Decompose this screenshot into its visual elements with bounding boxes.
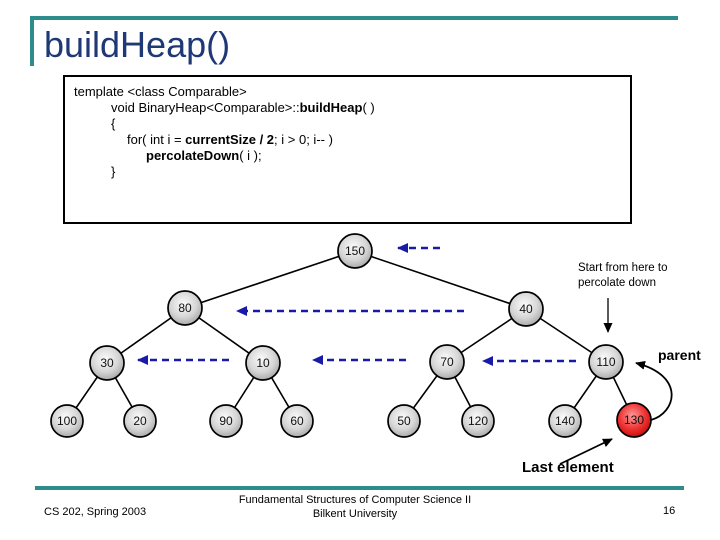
code-line-5: percolateDown( i ); xyxy=(74,148,630,164)
tree-node-30 xyxy=(89,345,125,381)
title-bracket-line xyxy=(30,16,34,66)
tree-node-label: 140 xyxy=(555,414,575,428)
code-text-bold: buildHeap xyxy=(299,100,363,115)
tree-edges xyxy=(66,250,635,422)
tree-node-label: 70 xyxy=(440,355,454,369)
tree-node-label: 60 xyxy=(290,414,304,428)
tree-node-40 xyxy=(508,291,544,327)
code-text: for( int i = xyxy=(127,132,186,147)
tree-node-label: 130 xyxy=(624,413,644,427)
footer-university: Bilkent University xyxy=(312,508,398,520)
tree-node-140 xyxy=(548,404,582,438)
tree-node-label: 30 xyxy=(100,356,114,370)
tree-node-80 xyxy=(167,290,203,326)
code-text: { xyxy=(111,116,116,131)
tree-node-label: 110 xyxy=(596,355,615,369)
start-note-label: Start from here to percolate down xyxy=(578,262,668,289)
code-text: template <class Comparable> xyxy=(74,84,247,99)
tree-node-label: 20 xyxy=(133,414,147,428)
tree-node-20 xyxy=(123,404,157,438)
tree-node-110 xyxy=(588,344,624,380)
code-line-4: for( int i = currentSize / 2; i > 0; i--… xyxy=(74,132,630,148)
tree-node-label: 90 xyxy=(219,414,233,428)
last-element-label: Last element xyxy=(522,459,614,476)
tree-edge xyxy=(184,250,356,309)
code-box: template <class Comparable> void BinaryH… xyxy=(63,75,632,224)
tree-node-10 xyxy=(245,345,281,381)
tree-nodes: 150 80 40 30 10 70 110 100 20 90 60 50 120 140 130 xyxy=(50,233,652,438)
tree-edge xyxy=(354,250,527,310)
tree-node-label: 10 xyxy=(256,356,270,370)
tree-node-120 xyxy=(461,404,495,438)
page-number: 16 xyxy=(663,505,676,517)
code-text: } xyxy=(111,164,116,179)
parent-label: parent xyxy=(658,347,701,363)
code-text: ( ) xyxy=(362,100,375,115)
tree-node-130 xyxy=(616,402,652,438)
footer-course-name: Fundamental Structures of Computer Scien… xyxy=(238,494,472,506)
code-text: ; i > 0; i-- ) xyxy=(274,132,333,147)
tree-node-70 xyxy=(429,344,465,380)
tree-node-label: 40 xyxy=(519,302,533,316)
footer-course: CS 202, Spring 2003 xyxy=(44,506,147,518)
page-title: buildHeap() xyxy=(44,24,231,65)
tree-node-label: 100 xyxy=(57,414,77,428)
tree-node-60 xyxy=(280,404,314,438)
percolate-arrows xyxy=(137,243,576,366)
code-line-6: } xyxy=(74,164,630,180)
code-text-bold: percolateDown xyxy=(146,148,240,163)
top-accent-line xyxy=(30,16,678,20)
code-text-bold: currentSize / 2 xyxy=(185,132,275,147)
tree-node-50 xyxy=(387,404,421,438)
code-line-2: void BinaryHeap<Comparable>::buildHeap( … xyxy=(74,100,630,116)
tree-node-label: 120 xyxy=(468,414,488,428)
footer-center: Fundamental Structures of Computer Scien… xyxy=(180,493,530,521)
code-text: ( i ); xyxy=(239,148,262,163)
tree-node-label: 80 xyxy=(178,301,192,315)
footer-accent-line xyxy=(35,486,684,490)
tree-node-150 xyxy=(337,233,373,269)
code-line-3: { xyxy=(74,116,630,132)
tree-node-label: 150 xyxy=(345,244,365,258)
tree-node-90 xyxy=(209,404,243,438)
code-line-1: template <class Comparable> xyxy=(74,84,630,100)
tree-node-label: 50 xyxy=(397,414,411,428)
tree-node-100 xyxy=(50,404,84,438)
last-element-arrow xyxy=(559,438,613,465)
code-text: void BinaryHeap<Comparable>:: xyxy=(111,100,300,115)
parent-arrow xyxy=(635,360,673,421)
